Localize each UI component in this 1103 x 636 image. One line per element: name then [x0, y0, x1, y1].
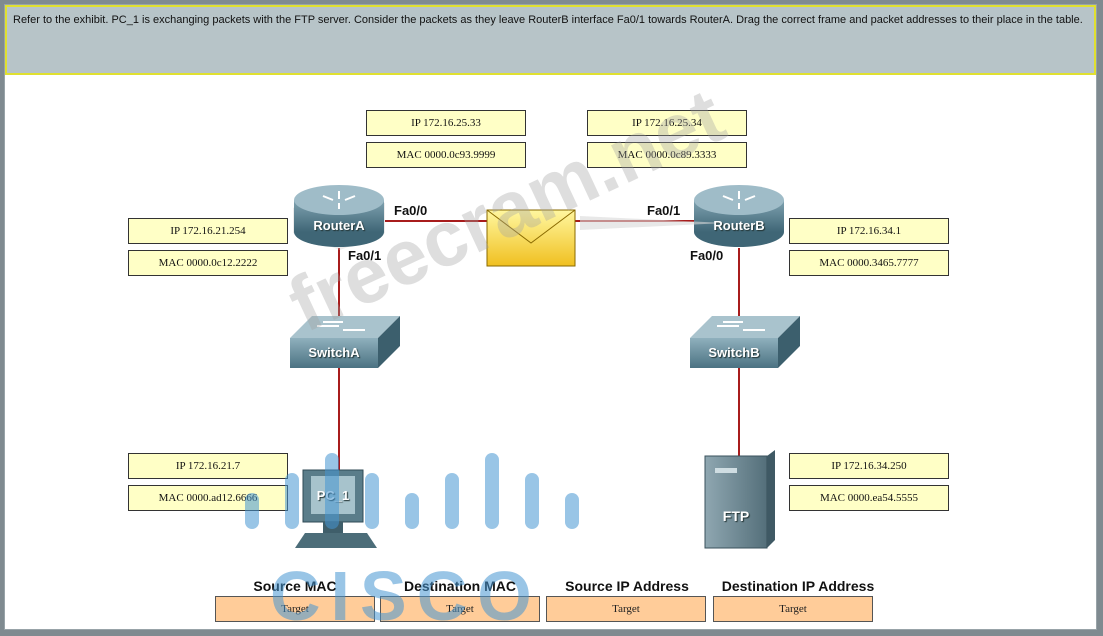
routerb-fa01-mac: MAC 0000.0c89.3333 [587, 142, 747, 168]
routerb-fa00-ip: IP 172.16.34.1 [789, 218, 949, 244]
question-text: Refer to the exhibit. PC_1 is exchanging… [5, 5, 1096, 75]
router-a-icon [293, 185, 385, 250]
routerb-fa01-ip: IP 172.16.25.34 [587, 110, 747, 136]
ftp-name: FTP [722, 508, 750, 524]
ftp-mac: MAC 0000.ea54.5555 [789, 485, 949, 511]
topology-diagram [290, 185, 800, 549]
pc-mac: MAC 0000.ad12.6666 [128, 485, 288, 511]
topology-canvas: Fa0/0 Fa0/1 Fa0/1 Fa0/0 RouterA RouterB … [5, 71, 1095, 635]
header-source-mac: Source MAC [253, 578, 337, 594]
header-destination-ip: Destination IP Address [721, 578, 875, 594]
pc-ip: IP 172.16.21.7 [128, 453, 288, 479]
switchb-name: SwitchB [708, 345, 760, 360]
routerb-name: RouterB [713, 218, 765, 233]
router-b-icon [694, 185, 784, 247]
ftp-ip: IP 172.16.34.250 [789, 453, 949, 479]
server-icon [704, 450, 775, 549]
target-destination-mac[interactable]: Target [380, 596, 540, 622]
routera-fa00-label: Fa0/0 [394, 203, 428, 218]
routera-fa01-ip: IP 172.16.21.254 [128, 218, 288, 244]
routera-fa00-mac: MAC 0000.0c93.9999 [366, 142, 526, 168]
routera-fa01-label: Fa0/1 [348, 248, 382, 263]
routera-fa00-ip: IP 172.16.25.33 [366, 110, 526, 136]
header-destination-mac: Destination MAC [404, 578, 516, 594]
switch-a-icon [290, 316, 400, 368]
routerb-fa01-label: Fa0/1 [647, 203, 681, 218]
target-source-ip[interactable]: Target [546, 596, 706, 622]
routera-name: RouterA [313, 218, 365, 233]
pc-icon [295, 469, 377, 548]
target-source-mac[interactable]: Target [215, 596, 375, 622]
header-source-ip: Source IP Address [565, 578, 689, 594]
envelope-icon [486, 209, 725, 267]
routerb-fa00-mac: MAC 0000.3465.7777 [789, 250, 949, 276]
routera-fa01-mac: MAC 0000.0c12.2222 [128, 250, 288, 276]
routerb-fa00-label: Fa0/0 [690, 248, 724, 263]
target-destination-ip[interactable]: Target [713, 596, 873, 622]
switch-b-icon [690, 316, 800, 368]
switcha-name: SwitchA [308, 345, 360, 360]
pc-name: PC_1 [316, 488, 350, 503]
